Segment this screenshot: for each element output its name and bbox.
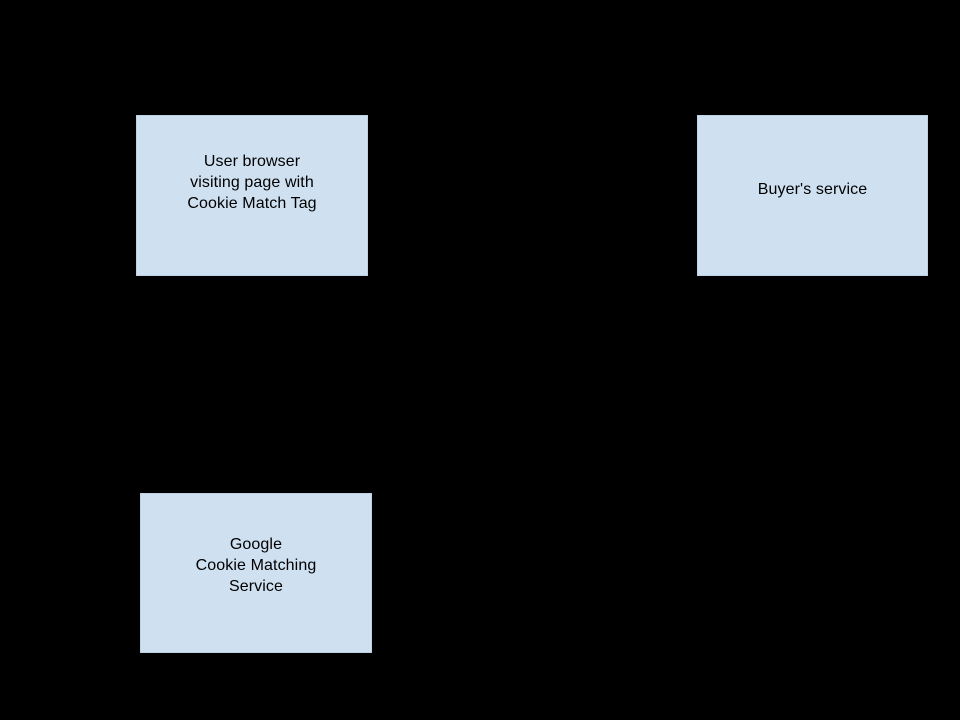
edge-buyers-service-down xyxy=(812,276,813,573)
node-google-cookie-matching-label: Google Cookie Matching Service xyxy=(195,535,317,595)
node-user-browser-label: User browser visiting page with Cookie M… xyxy=(187,153,317,212)
edge-user-browser-to-buyers-service xyxy=(368,195,697,196)
node-google-cookie-matching[interactable]: Google Cookie Matching Service xyxy=(140,493,372,653)
edge-user-browser-to-google-cookie-matching xyxy=(255,276,256,493)
edge-buyers-service-to-google-cookie-matching xyxy=(372,573,812,574)
node-user-browser[interactable]: User browser visiting page with Cookie M… xyxy=(136,115,368,276)
node-buyers-service-label: Buyer's service xyxy=(757,181,868,198)
node-buyers-service[interactable]: Buyer's service xyxy=(697,115,928,276)
